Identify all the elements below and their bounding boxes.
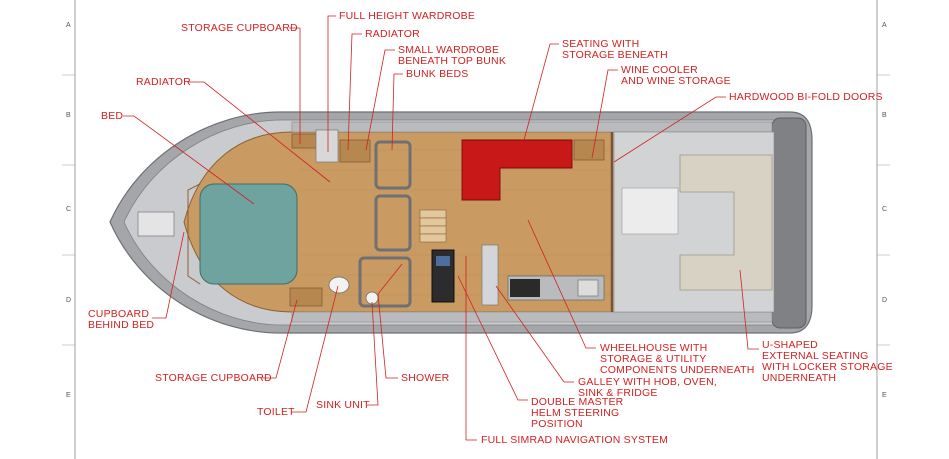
cockpit-table (621, 187, 679, 235)
side-deck-top (291, 121, 773, 133)
label-radiator-top-text: RADIATOR (365, 28, 420, 40)
label-ushaped-line1: U-SHAPED (762, 339, 818, 351)
label-storage-cupboard-bottom-text: STORAGE CUPBOARD (155, 372, 272, 384)
label-radiator-left: RADIATOR (136, 77, 191, 88)
label-cupboard-behind-line1: CUPBOARD (88, 308, 150, 320)
label-hardwood-doors-text: HARDWOOD BI-FOLD DOORS (729, 91, 883, 103)
galley-sink (577, 279, 599, 297)
label-storage-cupboard-top-text: STORAGE CUPBOARD (181, 22, 298, 34)
row-tick-right-b: B (882, 112, 887, 119)
label-toilet: TOILET (257, 407, 295, 418)
full-height-wardrobe (315, 129, 339, 163)
label-small-wardrobe-line2: BENEATH TOP BUNK (398, 55, 507, 67)
label-toilet-text: TOILET (257, 406, 295, 418)
label-helm-line3: POSITION (531, 418, 583, 430)
storage-cupboard-bottom (289, 287, 323, 307)
label-wine-cooler-line1: WINE COOLER (621, 64, 698, 76)
row-tick-right-a: A (882, 22, 887, 29)
row-tick-right-c: C (882, 206, 888, 213)
label-wine-cooler: WINE COOLER AND WINE STORAGE (621, 65, 731, 87)
toilet (328, 276, 350, 294)
label-simrad-text: FULL SIMRAD NAVIGATION SYSTEM (481, 434, 669, 446)
simrad-display (436, 256, 450, 266)
label-cupboard-behind-bed: CUPBOARD BEHIND BED (88, 309, 154, 331)
label-bed: BED (101, 111, 123, 122)
label-sink-unit-text: SINK UNIT (316, 399, 370, 411)
label-shower-text: SHOWER (401, 372, 450, 384)
label-full-height-wardrobe: FULL HEIGHT WARDROBE (339, 11, 475, 22)
label-wheelhouse-line2: STORAGE & UTILITY (600, 353, 707, 365)
row-tick-left-e: E (66, 392, 71, 399)
label-wheelhouse-line3: COMPONENTS UNDERNEATH (600, 364, 755, 376)
label-ushaped-line3: WITH LOCKER STORAGE (762, 361, 893, 373)
label-small-wardrobe: SMALL WARDROBE BENEATH TOP BUNK (398, 45, 506, 67)
label-storage-cupboard-top: STORAGE CUPBOARD (181, 23, 298, 34)
anchor-locker (137, 211, 175, 237)
label-seating: SEATING WITH STORAGE BENEATH (562, 39, 668, 61)
label-cupboard-behind-line2: BEHIND BED (88, 319, 155, 331)
label-ushaped-line2: EXTERNAL SEATING (762, 350, 869, 362)
u-shaped-seating (679, 154, 773, 291)
label-simrad: FULL SIMRAD NAVIGATION SYSTEM (481, 435, 668, 446)
label-helm: DOUBLE MASTER HELM STEERING POSITION (531, 397, 623, 430)
bed (199, 183, 298, 285)
label-u-shaped-seating: U-SHAPED EXTERNAL SEATING WITH LOCKER ST… (762, 340, 893, 384)
label-helm-line2: HELM STEERING (531, 407, 620, 419)
label-shower: SHOWER (401, 373, 449, 384)
label-hardwood-doors: HARDWOOD BI-FOLD DOORS (729, 92, 883, 103)
label-sink-unit: SINK UNIT (316, 400, 370, 411)
seating-red (461, 139, 573, 201)
row-tick-left-c: C (66, 206, 72, 213)
label-bunk-beds: BUNK BEDS (406, 69, 468, 80)
row-tick-left-d: D (66, 297, 72, 304)
row-tick-left-a: A (66, 22, 71, 29)
hob (510, 279, 540, 297)
wine-cooler (573, 139, 605, 161)
label-seating-line1: SEATING WITH (562, 38, 640, 50)
wheelhouse-storage (481, 244, 499, 306)
label-wheelhouse: WHEELHOUSE WITH STORAGE & UTILITY COMPON… (600, 343, 755, 376)
label-bunk-beds-text: BUNK BEDS (406, 68, 469, 80)
label-storage-cupboard-bottom: STORAGE CUPBOARD (155, 373, 272, 384)
label-radiator-left-text: RADIATOR (136, 76, 191, 88)
small-wardrobe (339, 139, 371, 163)
label-galley-line2: SINK & FRIDGE (578, 387, 658, 399)
label-small-wardrobe-line1: SMALL WARDROBE (398, 44, 500, 56)
label-bed-text: BED (101, 110, 124, 122)
label-wine-cooler-line2: AND WINE STORAGE (621, 75, 731, 87)
label-radiator-top: RADIATOR (365, 29, 420, 40)
row-tick-right-d: D (882, 297, 888, 304)
label-full-height-wardrobe-text: FULL HEIGHT WARDROBE (339, 10, 476, 22)
row-tick-right-e: E (882, 392, 887, 399)
companionway-steps (419, 209, 447, 243)
label-galley-line1: GALLEY WITH HOB, OVEN, (578, 376, 717, 388)
label-seating-line2: STORAGE BENEATH (562, 49, 668, 61)
label-wheelhouse-line1: WHEELHOUSE WITH (600, 342, 708, 354)
label-helm-line1: DOUBLE MASTER (531, 396, 624, 408)
row-tick-left-b: B (66, 112, 71, 119)
label-ushaped-line4: UNDERNEATH (762, 372, 837, 384)
side-deck-bottom (291, 311, 773, 323)
bunk-frame (358, 140, 412, 308)
label-galley: GALLEY WITH HOB, OVEN, SINK & FRIDGE (578, 377, 717, 399)
